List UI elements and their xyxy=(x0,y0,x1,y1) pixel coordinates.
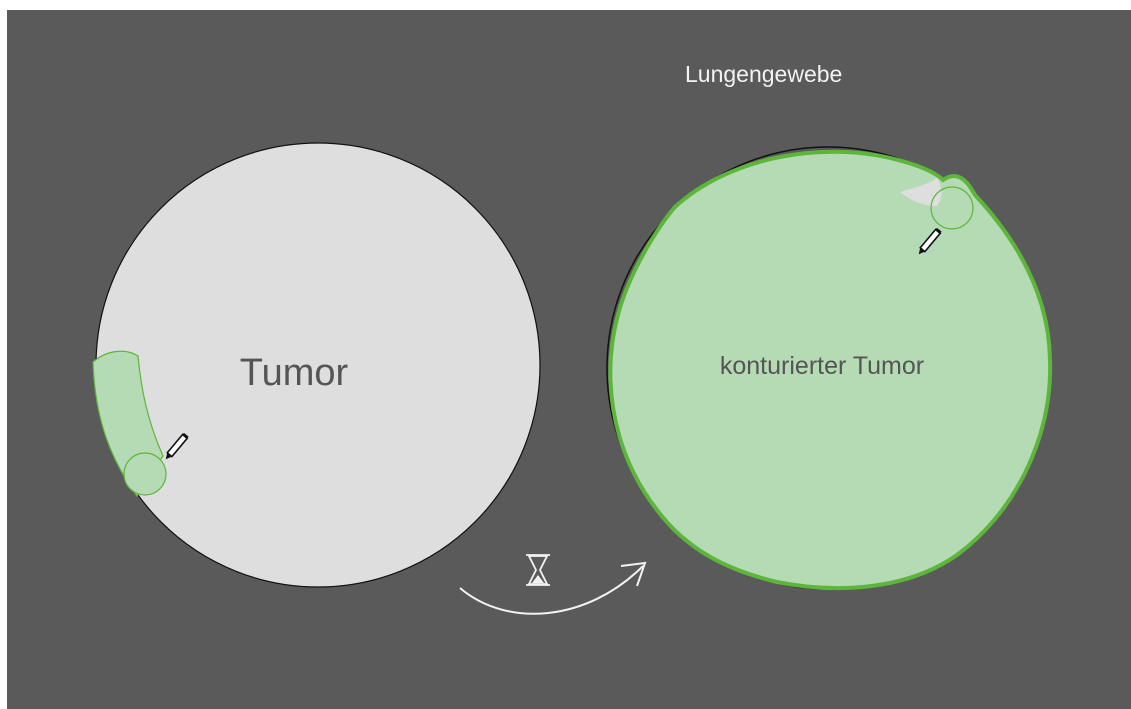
lung-tissue-label: Lungengewebe xyxy=(685,61,842,87)
diagram-canvas: Lungengewebe Tumor xyxy=(7,10,1131,709)
curved-arrow-icon xyxy=(460,566,643,614)
tumor-label: Tumor xyxy=(240,352,349,394)
hourglass-icon xyxy=(526,555,550,585)
brush-cursor-circle xyxy=(124,453,166,495)
diagram-svg: Lungengewebe Tumor xyxy=(7,10,1131,709)
contoured-tumor-label: konturierter Tumor xyxy=(720,352,924,380)
